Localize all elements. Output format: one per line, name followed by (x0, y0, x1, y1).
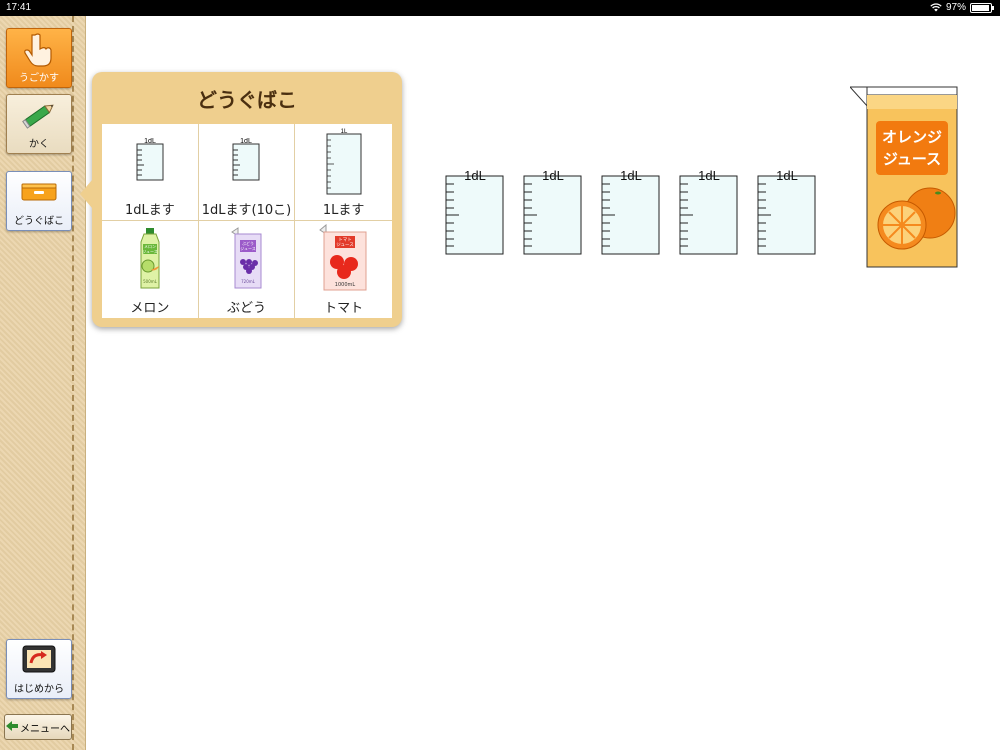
restart-icon (19, 640, 59, 680)
battery-icon (970, 2, 994, 13)
cup-3-label: 1dL (620, 168, 642, 183)
tool-1dl-cup-10[interactable]: 1dL 1dLます(10こ) (198, 124, 296, 221)
status-bar: 17:41 97% (0, 0, 1000, 16)
orange-juice-line2: ジュース (882, 150, 942, 168)
cup-5-label: 1dL (776, 168, 798, 183)
workspace-cup-5[interactable]: 1dL (757, 168, 817, 256)
measuring-cup-icon: 1dL (229, 124, 263, 199)
battery-fill (972, 4, 990, 11)
cup-4-label: 1dL (698, 168, 720, 183)
tool-1l-cup[interactable]: 1L 1Lます (295, 124, 392, 221)
tool-1dl-10-label: 1dLます(10こ) (201, 203, 292, 218)
pencil-icon (19, 95, 59, 135)
tool-1dl-label: 1dLます (124, 203, 175, 218)
status-time: 17:41 (6, 2, 32, 13)
toolbox-popup: どうぐばこ 1dL 1dLます (80, 72, 402, 327)
grape-mark-2: ジュース (241, 246, 257, 251)
draw-tool-label: かく (29, 139, 49, 150)
tomato-volume: 1000mL (334, 282, 355, 288)
cup-1-label: 1dL (464, 168, 486, 183)
tomato-mark-1: トマト (338, 237, 352, 243)
measuring-cup-icon: 1dL (133, 124, 167, 199)
tool-grape-juice[interactable]: ぶどう ジュース 720mL ぶどう (199, 221, 296, 318)
sidebar: うごかす かく どうぐばこ (0, 16, 86, 750)
toolbox-label: どうぐばこ (14, 216, 64, 227)
grape-carton-icon: ぶどう ジュース 720mL (229, 221, 263, 297)
wifi-icon (930, 3, 942, 12)
tool-1dl-cup[interactable]: 1dL 1dLます (102, 124, 199, 221)
menu-button[interactable]: メニューへ (4, 714, 72, 740)
orange-juice-label: オレンジ ジュース (876, 121, 948, 175)
melon-bottle-icon: メロン ジュース 500mL (133, 221, 167, 297)
status-right: 97% (930, 2, 994, 13)
tool-tomato-label: トマト (324, 301, 364, 316)
restart-button[interactable]: はじめから (6, 639, 72, 699)
cup-2-label: 1dL (542, 168, 564, 183)
workspace-cup-2[interactable]: 1dL (523, 168, 583, 256)
orange-juice-line1: オレンジ (881, 128, 942, 146)
tool-melon-juice[interactable]: メロン ジュース 500mL メロン (102, 221, 199, 318)
tomato-carton-icon: トマト ジュース 1000mL (318, 221, 370, 297)
tool-melon-label: メロン (130, 301, 170, 316)
grape-mark-1: ぶどう (242, 240, 254, 246)
workspace-cup-3[interactable]: 1dL (601, 168, 661, 256)
tool-grape-label: ぶどう (226, 301, 266, 316)
melon-mark-1: メロン (144, 244, 156, 249)
menu-label: メニューへ (20, 723, 70, 735)
arrow-left-icon (6, 720, 18, 734)
toolbox-grid: 1dL 1dLます 1dL 1dLます(10こ) (102, 124, 392, 318)
tomato-mark-2: ジュース (336, 242, 354, 248)
workspace-cup-1[interactable]: 1dL (445, 168, 505, 256)
workspace-cup-4[interactable]: 1dL (679, 168, 739, 256)
restart-label: はじめから (14, 684, 64, 695)
melon-mark-2: ジュース (142, 249, 158, 254)
tool-1l-mark: 1L (340, 129, 347, 135)
battery-percent: 97% (945, 2, 966, 13)
toolbox-button[interactable]: どうぐばこ (6, 171, 72, 231)
liter-cup-icon: 1L (324, 124, 364, 199)
tool-1dl-mark: 1dL (144, 138, 156, 145)
tool-tomato-juice[interactable]: トマト ジュース 1000mL トマト (295, 221, 392, 318)
popup-arrow (80, 180, 92, 208)
tool-1dl-10-mark: 1dL (241, 138, 253, 145)
move-tool-label: うごかす (19, 73, 59, 84)
toolbox-drawer-icon (19, 172, 59, 212)
move-tool-button[interactable]: うごかす (6, 28, 72, 88)
toolbox-title: どうぐばこ (197, 88, 297, 112)
melon-volume: 500mL (143, 279, 158, 284)
draw-tool-button[interactable]: かく (6, 94, 72, 154)
sidebar-stitch (72, 16, 74, 750)
orange-juice-carton[interactable]: オレンジ ジュース (848, 85, 960, 269)
tool-1l-label: 1Lます (322, 203, 365, 218)
grape-volume: 720mL (242, 279, 257, 284)
hand-pointer-icon (22, 29, 56, 69)
